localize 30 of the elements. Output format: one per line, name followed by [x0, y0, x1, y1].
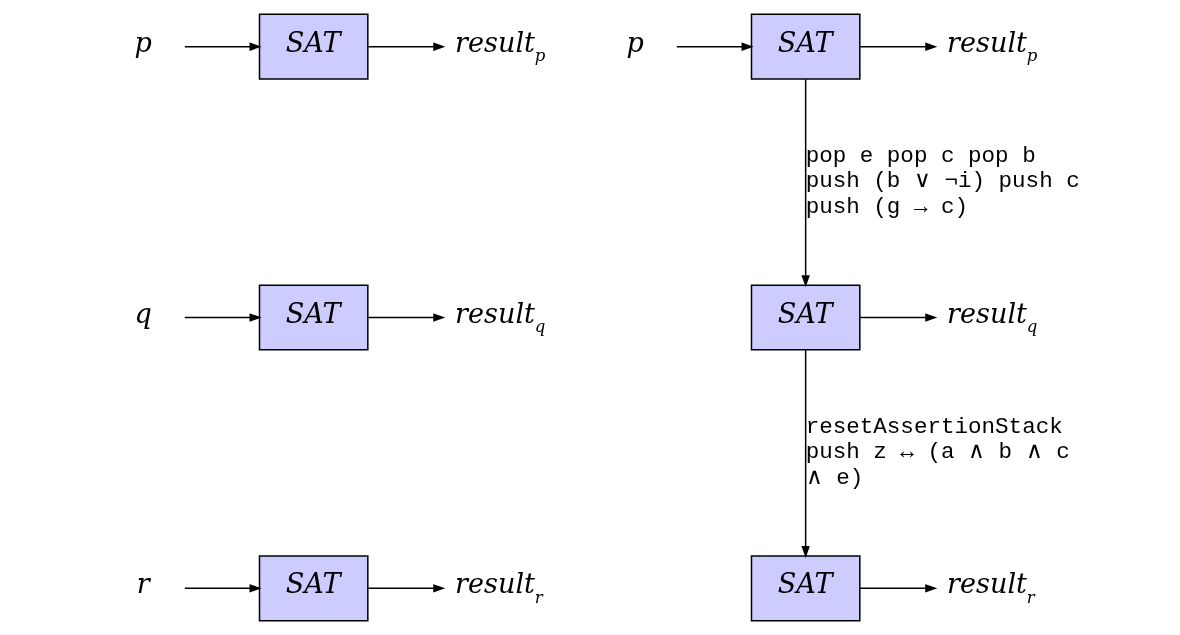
- node-text: result$_{q}$: [454, 297, 545, 337]
- node-text: result$_{r}$: [454, 568, 543, 607]
- node-box: SAT: [258, 284, 369, 351]
- arrow: [183, 313, 262, 322]
- node-box: SAT: [258, 13, 369, 80]
- arrow: [183, 42, 262, 51]
- node-text: result$_{q}$: [946, 297, 1037, 337]
- node-box: SAT: [750, 555, 861, 622]
- arrow: [800, 78, 810, 288]
- arrow: [800, 349, 810, 559]
- arrow: [675, 42, 754, 51]
- node-text: p: [134, 26, 152, 58]
- node-text: result$_{p}$: [946, 26, 1037, 66]
- arrow: [183, 584, 262, 593]
- edge-label: resetAssertionStack push z ↔ (a ∧ b ∧ c ∧ e): [805, 413, 1070, 491]
- arrow: [367, 313, 445, 322]
- arrow: [859, 42, 937, 51]
- node-text: r: [136, 568, 150, 600]
- node-text: q: [134, 297, 152, 329]
- node-box: SAT: [258, 555, 369, 622]
- node-text: result$_{p}$: [454, 26, 545, 66]
- node-text: p: [626, 26, 644, 58]
- arrow: [366, 584, 445, 593]
- node-box: SAT: [750, 284, 861, 351]
- node-box: SAT: [750, 13, 861, 80]
- arrow: [858, 584, 937, 593]
- edge-label: pop e pop c pop b push (b ∨ ¬i) push c push (g → c): [805, 142, 1080, 220]
- arrow: [367, 42, 445, 51]
- node-text: result$_{r}$: [946, 568, 1035, 607]
- arrow: [859, 313, 937, 322]
